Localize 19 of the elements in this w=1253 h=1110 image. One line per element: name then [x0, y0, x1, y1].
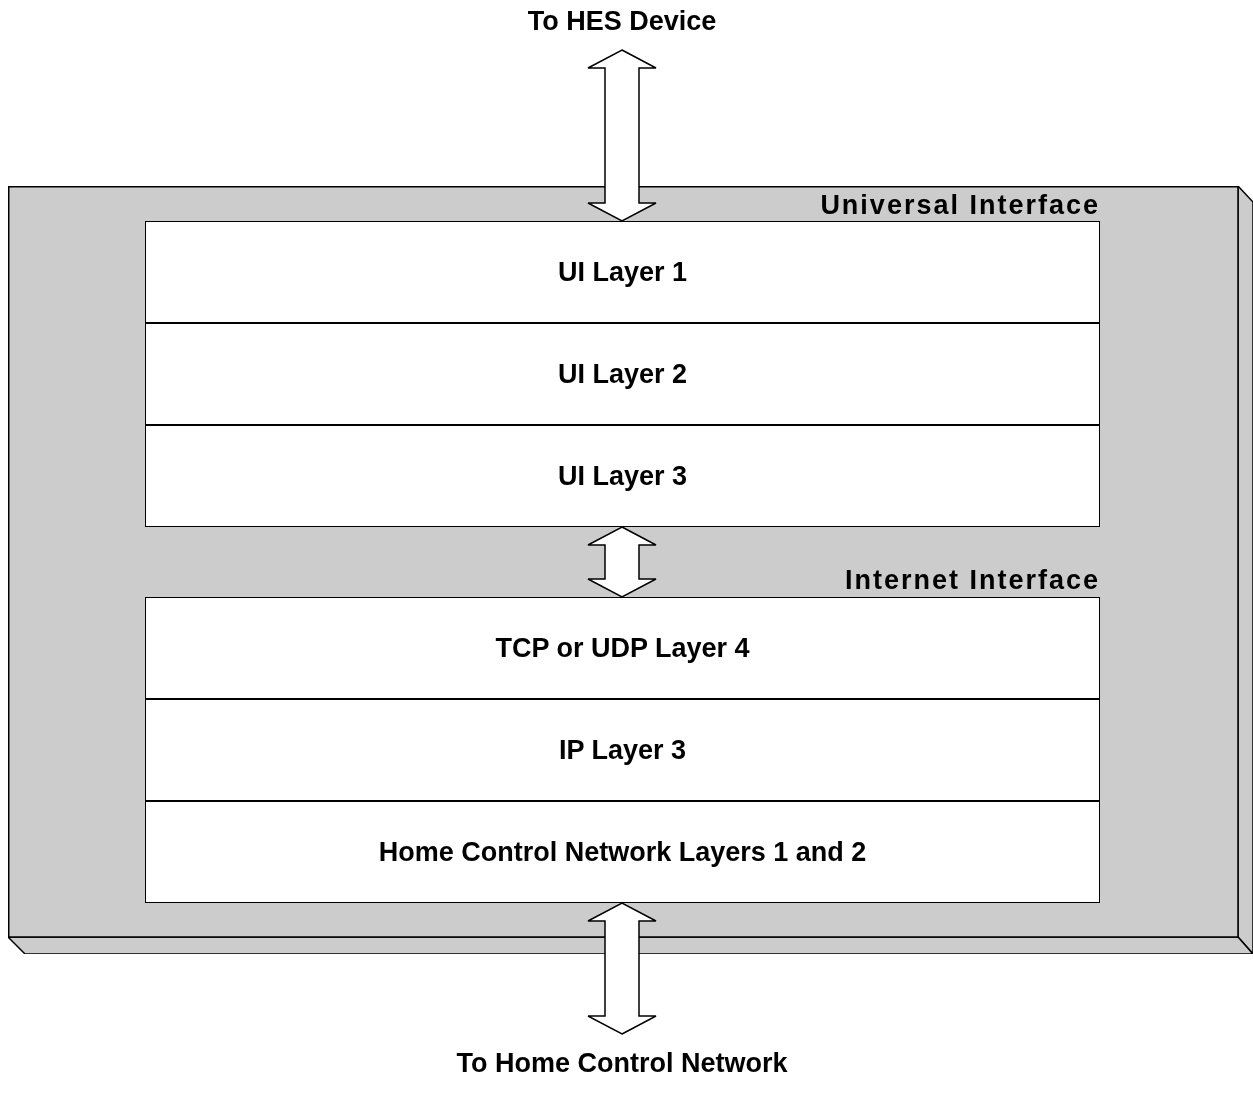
layer-box: [145, 425, 1100, 527]
layer-label: Home Control Network Layers 1 and 2: [378, 836, 867, 868]
layer-label: TCP or UDP Layer 4: [495, 632, 750, 664]
layer-box: [145, 801, 1100, 903]
layer-box: [145, 597, 1100, 699]
double-block-arrow: [587, 49, 657, 222]
layer-box: [145, 323, 1100, 425]
layer-box: [145, 221, 1100, 323]
layer-label: IP Layer 3: [558, 734, 687, 766]
group-heading: Internet Interface: [844, 565, 1100, 596]
layer-box: [145, 699, 1100, 801]
double-block-arrow: [587, 902, 657, 1035]
layer-label: UI Layer 1: [557, 256, 688, 288]
group-heading: Universal Interface: [820, 190, 1100, 221]
endpoint-label: To HES Device: [422, 6, 822, 46]
layer-label: UI Layer 3: [557, 460, 688, 492]
layer-label: UI Layer 2: [557, 358, 688, 390]
endpoint-label: To Home Control Network: [372, 1048, 872, 1088]
double-block-arrow: [587, 526, 657, 598]
